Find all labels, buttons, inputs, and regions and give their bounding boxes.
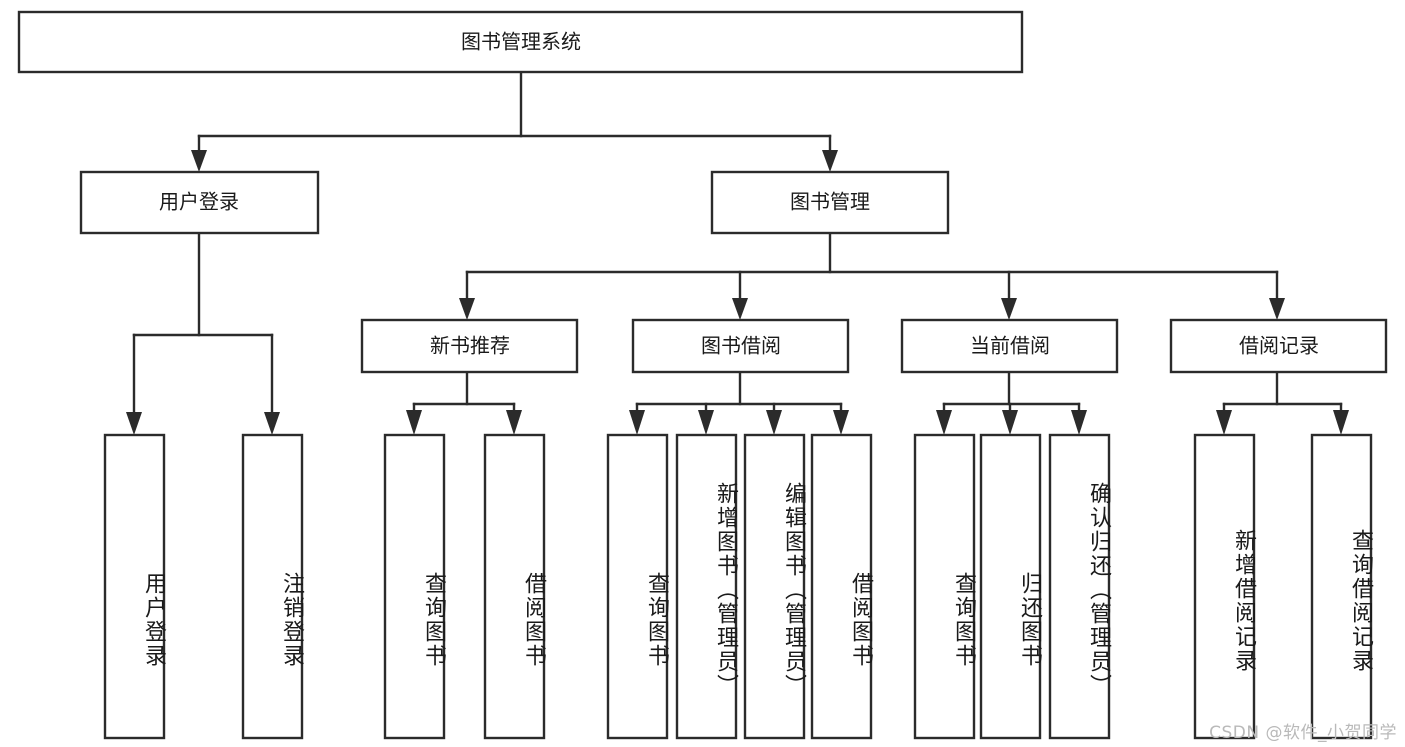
leaf-box-edit-book[interactable] (743, 433, 806, 740)
csdn-watermark: CSDN @软件_小贺同学 (1209, 723, 1397, 743)
arrow-head-leaf-query-book-1 (406, 410, 422, 435)
node-book-manage-label: 图书管理 (790, 190, 870, 214)
node-borrow-record-box[interactable] (1169, 318, 1388, 374)
arrow-head-book-manage (822, 150, 838, 172)
node-new-book-recommend-label: 新书推荐 (430, 334, 510, 358)
leaf-box-query-record[interactable] (1310, 433, 1373, 740)
leaf-box-borrow-book-2[interactable] (810, 433, 873, 740)
node-book-manage-box[interactable] (710, 170, 950, 235)
node-current-borrow-box[interactable] (900, 318, 1119, 374)
node-book-borrow-box[interactable] (631, 318, 850, 374)
arrow-head-user-login (191, 150, 207, 172)
node-root[interactable]: 图书管理系统 (17, 10, 1024, 74)
leaf-box-confirm-return[interactable] (1048, 433, 1111, 740)
arrow-head-borrow-record (1269, 298, 1285, 320)
leaf-box-query-book-2[interactable] (606, 433, 669, 740)
arrow-head-leaf-user-login (126, 412, 142, 435)
leaf-box-query-book-1[interactable] (383, 433, 446, 740)
arrow-head-new-book-recommend (459, 298, 475, 320)
node-root-label: 图书管理系统 (461, 30, 581, 54)
node-root-box[interactable] (17, 10, 1024, 74)
arrow-head-leaf-borrow-book-1 (506, 410, 522, 435)
arrow-head-leaf-edit-book (766, 410, 782, 435)
arrow-head-leaf-add-record (1216, 410, 1232, 435)
connector-layer (126, 70, 1349, 435)
arrow-head-leaf-add-book (698, 410, 714, 435)
leaf-box-user-login[interactable] (103, 433, 166, 740)
leaf-box-query-book-3[interactable] (913, 433, 976, 740)
arrow-head-leaf-return-book (1002, 410, 1018, 435)
node-user-login-label: 用户登录 (159, 190, 239, 214)
leaf-box-logout-login[interactable] (241, 433, 304, 740)
arrow-head-leaf-query-book-2 (629, 410, 645, 435)
leaf-box-layer (103, 433, 1373, 740)
arrow-head-leaf-query-book-3 (936, 410, 952, 435)
node-current-borrow-label: 当前借阅 (970, 334, 1050, 358)
leaf-box-add-record[interactable] (1193, 433, 1256, 740)
leaf-box-borrow-book-1[interactable] (483, 433, 546, 740)
node-current-borrow[interactable]: 当前借阅 (900, 318, 1119, 374)
arrow-head-book-borrow (732, 298, 748, 320)
node-user-login[interactable]: 用户登录 (79, 170, 320, 235)
node-book-borrow[interactable]: 图书借阅 (631, 318, 850, 374)
leaf-box-return-book[interactable] (979, 433, 1042, 740)
node-new-book-recommend-box[interactable] (360, 318, 579, 374)
arrow-head-leaf-confirm-return (1071, 410, 1087, 435)
arrow-head-leaf-logout-login (264, 412, 280, 435)
arrow-head-leaf-borrow-book-2 (833, 410, 849, 435)
node-user-login-box[interactable] (79, 170, 320, 235)
leaf-box-add-book[interactable] (675, 433, 738, 740)
node-book-borrow-label: 图书借阅 (701, 334, 781, 358)
arrow-head-leaf-query-record (1333, 410, 1349, 435)
node-borrow-record-label: 借阅记录 (1239, 334, 1319, 358)
node-new-book-recommend[interactable]: 新书推荐 (360, 318, 579, 374)
node-borrow-record[interactable]: 借阅记录 (1169, 318, 1388, 374)
node-book-manage[interactable]: 图书管理 (710, 170, 950, 235)
arrow-head-current-borrow (1001, 298, 1017, 320)
